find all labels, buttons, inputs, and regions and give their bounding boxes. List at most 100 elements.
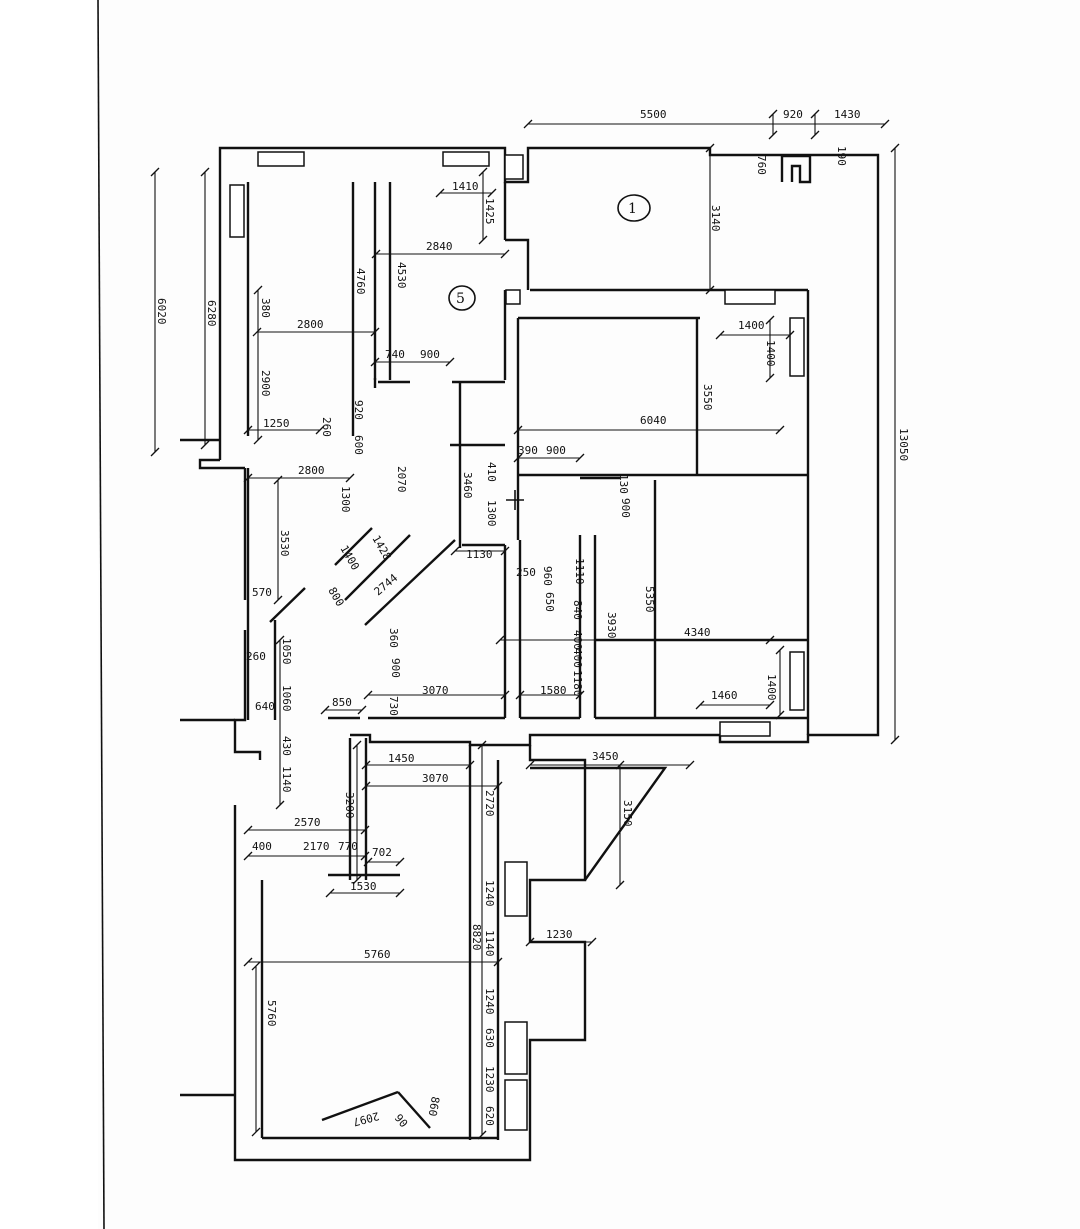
dim-label: 1425 [483, 198, 496, 225]
dim-label: 130 [617, 474, 630, 494]
dimension-tick [275, 800, 285, 810]
dim-label: 5350 [643, 586, 656, 613]
dimension-tick [615, 880, 625, 890]
outer-wall-lower-left [233, 630, 262, 760]
dim-label: 1300 [485, 500, 498, 527]
dimension-tick [810, 130, 820, 140]
dim-label: 190 [835, 146, 848, 166]
dim-label: 1110 [573, 558, 586, 585]
dimension-tick [395, 857, 405, 867]
dimension-tick [273, 595, 283, 605]
dimension-tick [765, 700, 775, 710]
dimension-tick [500, 249, 510, 259]
outer-wall-lower [233, 745, 587, 1162]
dimension-tick [890, 735, 900, 745]
dimension-tick [478, 235, 488, 245]
window-9 [504, 1021, 528, 1075]
dimension-tick [252, 327, 262, 337]
dimension-labels: 5500 920 1430 190 760 3140 1410 1425 284… [155, 108, 910, 1130]
dimension-tick [275, 635, 285, 645]
dimension-tick [150, 167, 160, 177]
dim-label: 6020 [155, 298, 168, 325]
dim-label: 4340 [684, 626, 711, 639]
dim-label: 850 [332, 696, 352, 709]
dimension-tick [345, 473, 355, 483]
dim-label: 1240 [483, 988, 496, 1015]
window-5 [789, 317, 805, 377]
dimension-tick [768, 130, 778, 140]
dim-label: 1460 [711, 689, 738, 702]
dimension-tick [493, 957, 503, 967]
dim-label: 840 [571, 600, 584, 620]
dimension-tick [395, 888, 405, 898]
outer-walls [198, 146, 880, 1162]
dimension-tick [251, 1127, 261, 1137]
dim-label: 2070 [395, 466, 408, 493]
dimension-tick [251, 961, 261, 971]
dim-label: 5500 [640, 108, 667, 121]
dim-label: 3070 [422, 684, 449, 697]
dim-label: 2570 [294, 816, 321, 829]
dim-label: 800 [325, 585, 346, 609]
dimension-tick [775, 645, 785, 655]
dim-label: 1140 [483, 930, 496, 957]
dimension-tick [765, 315, 775, 325]
dimension-tick [775, 425, 785, 435]
dimension-tick [243, 473, 253, 483]
dim-label: 6280 [205, 300, 218, 327]
dimension-tick [200, 440, 210, 450]
dimension-tick [253, 285, 263, 295]
dimension-tick [315, 425, 325, 435]
dimension-tick [363, 857, 373, 867]
dimension-tick [487, 188, 497, 198]
dim-label: 2097 [352, 1109, 381, 1128]
dimension-tick [768, 109, 778, 119]
dimension-tick [243, 851, 253, 861]
dim-label: 1580 [540, 684, 567, 697]
windows [229, 151, 812, 1131]
dim-label: 570 [252, 586, 272, 599]
dim-label: 1400 [764, 340, 777, 367]
dimension-tick [477, 1130, 487, 1140]
dimension-tick [360, 851, 370, 861]
dimension-tick [525, 937, 535, 947]
dimension-tick [525, 760, 535, 770]
dim-label: 250 [516, 566, 536, 579]
dimension-tick [575, 453, 585, 463]
dimension-tick [515, 690, 525, 700]
outer-wall-upper-step [198, 458, 245, 470]
diag-wall-1 [334, 527, 373, 566]
room-label-5: 5 [456, 291, 465, 307]
dimension-tick [363, 690, 373, 700]
dimension-tick [435, 188, 445, 198]
dimension-tick [493, 781, 503, 791]
dim-label: 6040 [640, 414, 667, 427]
dimension-tick [705, 285, 715, 295]
dim-label: 5760 [265, 1000, 278, 1027]
dimension-tick [500, 546, 510, 556]
dim-label: 4760 [354, 268, 367, 295]
dim-label: 8820 [470, 924, 483, 951]
diag-wall-6 [397, 1091, 431, 1129]
dimension-tick [325, 888, 335, 898]
window-8 [504, 861, 528, 917]
chimney-block [780, 154, 812, 184]
dim-label: 900 [389, 658, 402, 678]
dim-label: 920 [783, 108, 803, 121]
dim-label: 740 [385, 348, 405, 361]
dim-label: 2840 [426, 240, 453, 253]
dim-label: 2170 [303, 840, 330, 853]
dimension-tick [370, 327, 380, 337]
window-3 [229, 184, 245, 238]
dimension-tick [243, 425, 253, 435]
dimension-tick [445, 357, 455, 367]
dim-label: 600 [352, 435, 365, 455]
dim-label: 730 [387, 696, 400, 716]
dim-label: 2900 [259, 370, 272, 397]
dim-label: 900 [420, 348, 440, 361]
dimension-tick [765, 635, 775, 645]
dimension-tick [465, 760, 475, 770]
dim-label: 960 [541, 566, 554, 586]
dim-label: 260 [320, 417, 333, 437]
dim-label: 380 [259, 298, 272, 318]
